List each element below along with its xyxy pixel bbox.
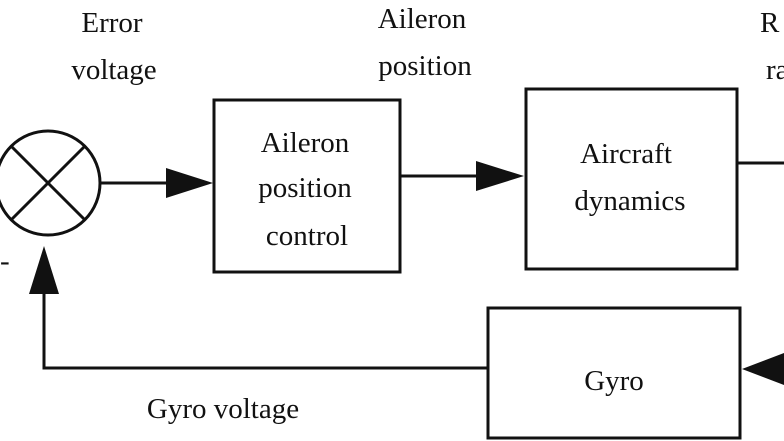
roll-rate-label-line2: ra — [766, 54, 784, 86]
gyro-block: Gyro — [486, 306, 742, 440]
arrow-aileron-control-to-aircraft — [400, 161, 524, 191]
summing-junction — [0, 129, 102, 237]
roll-rate-label-line1: R — [760, 7, 780, 39]
aircraft-dynamics-line2: dynamics — [574, 185, 685, 217]
aileron-position-label-line1: Aileron — [378, 3, 467, 35]
aileron-control-line2: position — [258, 172, 352, 204]
aircraft-dynamics-block: Aircraft dynamics — [524, 87, 739, 271]
gyro-block-label: Gyro — [584, 365, 644, 397]
aileron-control-line3: control — [266, 220, 348, 252]
aileron-position-label-line2: position — [378, 50, 472, 82]
error-voltage-label-line1: Error — [81, 7, 143, 39]
arrow-into-gyro — [742, 353, 784, 385]
aileron-position-control-block: Aileron position control — [212, 98, 402, 274]
aileron-control-line1: Aileron — [261, 127, 350, 159]
error-voltage-label-line2: voltage — [71, 54, 156, 86]
minus-sign: - — [0, 245, 10, 277]
aircraft-dynamics-line1: Aircraft — [580, 138, 672, 170]
feedback-path — [29, 246, 488, 370]
gyro-voltage-label: Gyro voltage — [147, 393, 299, 425]
arrow-junction-to-aileron-control — [100, 168, 213, 198]
